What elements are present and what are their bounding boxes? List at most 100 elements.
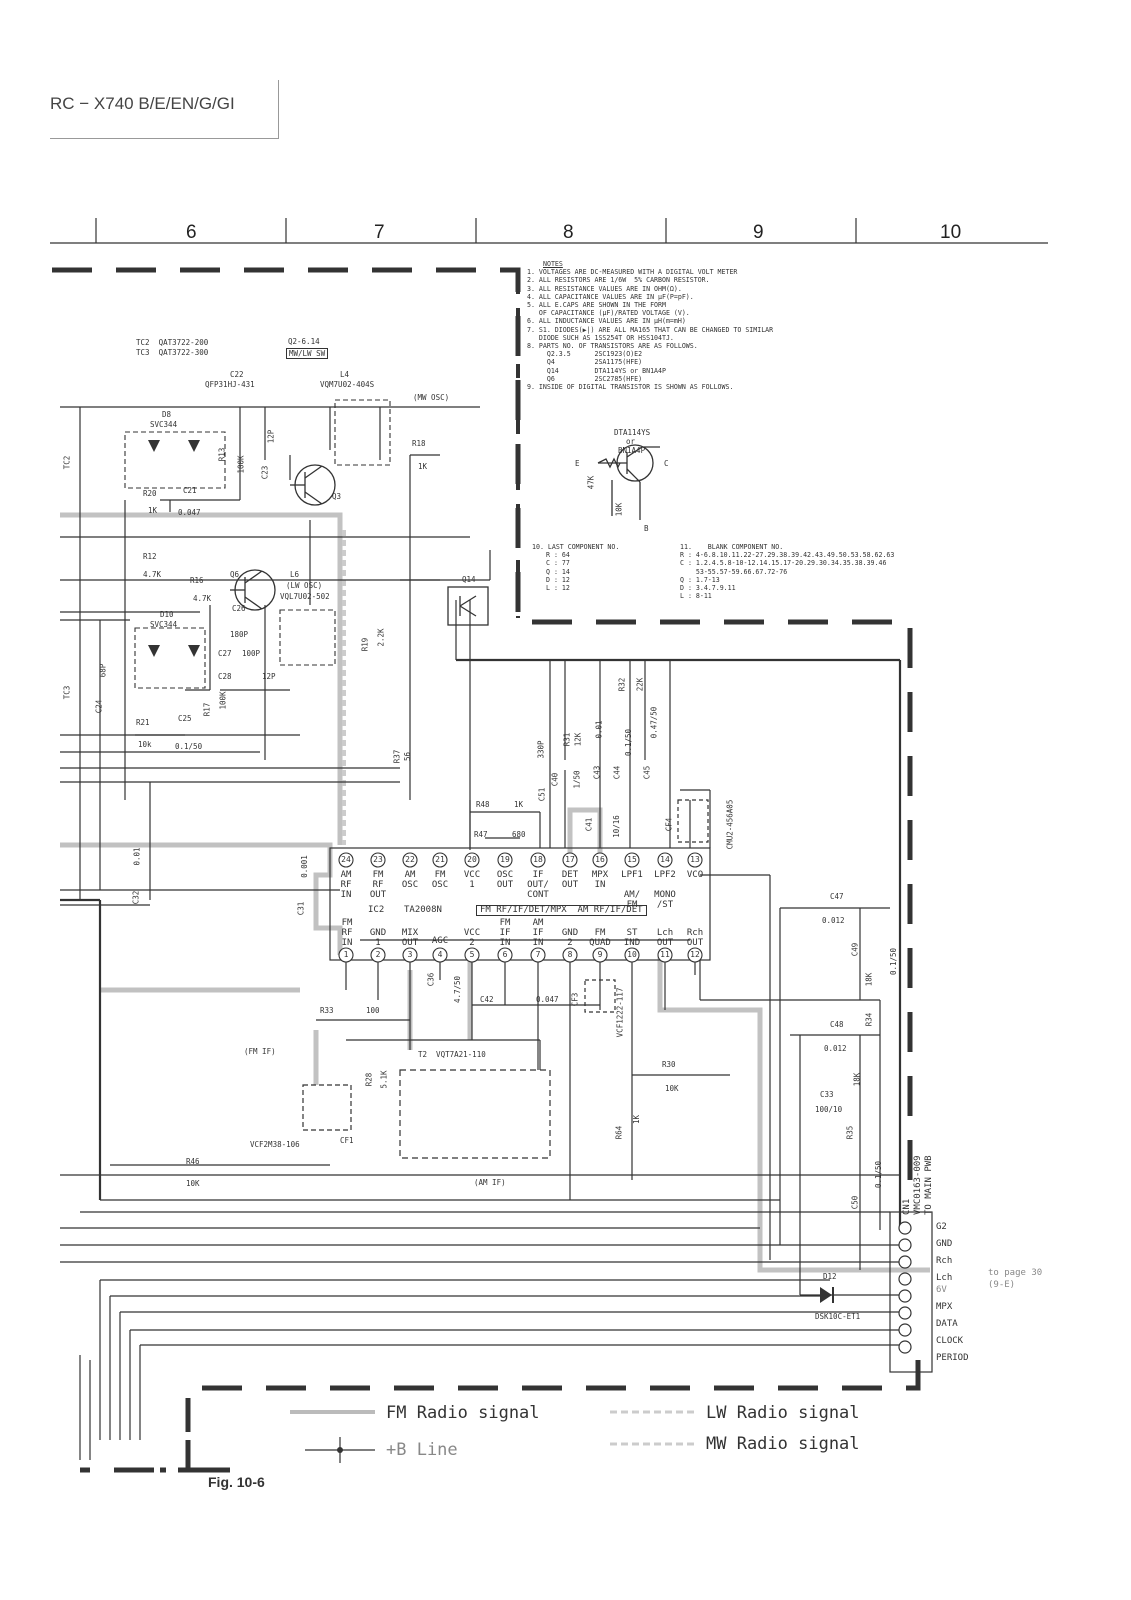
ic-pin-15: 15: [627, 855, 637, 864]
ic-pin-5: 5: [469, 950, 475, 959]
ic-pin-22-label: AM OSC: [401, 870, 419, 890]
connector-lch-voltage: 6V: [936, 1285, 947, 1295]
ic-pin-23: 23: [373, 855, 383, 864]
label-q2: Q2-6.14: [288, 337, 320, 346]
label-c51: C51: [537, 787, 547, 802]
ic-pin-6-label: FM IF IN: [499, 918, 511, 948]
connector-pin-gnd: GND: [936, 1239, 953, 1249]
label-c21: C21: [183, 486, 197, 495]
label-r20-value: 1K: [148, 506, 158, 515]
blank-line: Q : 1.7-13: [680, 575, 720, 584]
label-r13-value: 100K: [236, 455, 246, 474]
blank-line: D : 3.4.7.9.11: [680, 584, 736, 593]
label-r34-value: 18K: [864, 972, 874, 987]
legend-fm: FM Radio signal: [386, 1403, 540, 1423]
label-c41: C41: [584, 817, 594, 832]
label-r12-value: 4.7K: [143, 570, 162, 579]
label-l6: L6: [290, 570, 300, 579]
label-q14: Q14: [462, 575, 476, 584]
label-c49: C49: [850, 942, 860, 957]
connector-pin-period: PERIOD: [936, 1353, 969, 1363]
note-line: Q2.3.5 2SC1923(O)E2: [527, 350, 643, 359]
note-line: 1. VOLTAGES ARE DC-MEASURED WITH A DIGIT…: [527, 268, 738, 277]
ic-pin-17: 17: [565, 855, 575, 864]
label-vcf2: VCF2M38-106: [250, 1140, 300, 1149]
label-vqm: VQM7U02-404S: [320, 380, 375, 389]
label-c36-value: 4.7/50: [453, 975, 463, 1004]
label-r64-value: 1K: [632, 1114, 642, 1125]
label-r21: R21: [136, 718, 150, 727]
label-vql: VQL7U02-502: [280, 592, 330, 601]
label-r46-value: 10K: [186, 1179, 200, 1188]
label-c50: C50: [850, 1195, 860, 1210]
label-r35: R35: [845, 1125, 855, 1140]
label-r48-value: 1K: [514, 800, 524, 809]
header-box: [50, 80, 279, 139]
label-r47: R47: [474, 830, 488, 839]
note-line: 3. ALL RESISTANCE VALUES ARE IN OHM(Ω).: [527, 284, 682, 293]
label-r17-value: 100K: [218, 691, 228, 710]
ic-pin-20: 20: [467, 855, 477, 864]
ic-pin-19-label: OSC OUT: [496, 870, 514, 890]
label-tc2-part: TC2 QAT3722-200: [136, 338, 209, 347]
label-r48: R48: [476, 800, 490, 809]
legend-lw: LW Radio signal: [706, 1403, 860, 1423]
label-d12: D12: [823, 1272, 837, 1281]
label-c33: C33: [820, 1090, 834, 1099]
label-am-if: (AM IF): [474, 1178, 506, 1187]
connector-destination: TO MAIN PWB: [924, 1155, 934, 1215]
ic-pin-12: 12: [690, 950, 700, 959]
ic-pin-18-label: IF OUT/ CONT: [527, 870, 549, 900]
label-r47-value: 680: [512, 830, 526, 839]
connector-pin-g2: G2: [936, 1222, 947, 1232]
dt-e: E: [575, 459, 580, 468]
ic-pin-3: 3: [407, 950, 413, 959]
label-c45-value: 0.47/50: [649, 706, 659, 739]
label-c40-value: 1/50: [572, 770, 582, 789]
ic-pin-9: 9: [597, 950, 603, 959]
ic-pin-8-label: GND 2: [561, 928, 579, 948]
column-10: 10: [940, 222, 962, 243]
label-c31: C31: [296, 901, 306, 916]
blank-line: C : 1.2.4.5.8-10-12.14.15.17-20.29.30.34…: [680, 559, 887, 568]
label-fm-if: (FM IF): [244, 1047, 276, 1056]
label-c21-value: 0.047: [178, 508, 201, 517]
label-r17: R17: [202, 702, 212, 717]
figure-label: Fig. 10-6: [208, 1474, 265, 1490]
dt-r1: 47K: [586, 475, 596, 490]
label-tc3: TC3: [62, 685, 72, 700]
label-mwlw-switch: MW/LW SW: [286, 348, 329, 359]
ic-pin-7-label: AM IF IN: [532, 918, 544, 948]
label-r19: R19: [360, 637, 370, 652]
label-r13: R13: [217, 447, 227, 462]
dt-alt: BN1A4P: [618, 446, 646, 455]
ic-pin-10-label: ST IND: [623, 928, 641, 948]
label-r28: R28: [364, 1072, 374, 1087]
blank-line: 53-55.57-59.66.67.72-76: [680, 567, 788, 576]
ic-pin-13: 13: [690, 855, 700, 864]
label-c25: C25: [178, 714, 192, 723]
label-c43-value: 0.01: [594, 720, 604, 739]
ic-pin-9-label: FM QUAD: [589, 928, 611, 948]
label-q3: Q3: [332, 492, 342, 501]
label-c48: C48: [830, 1020, 844, 1029]
label-r30: R30: [662, 1060, 676, 1069]
label-r32-value: 22K: [635, 677, 645, 692]
label-r46: R46: [186, 1157, 200, 1166]
label-r33-value: 100: [366, 1006, 380, 1015]
label-qfp: QFP31HJ-431: [205, 380, 255, 389]
ic-pin-5-label: VCC 2: [463, 928, 481, 948]
ic-function: FM RF/IF/DET/MPX AM RF/IF/DET: [476, 905, 647, 916]
legend-b-line: +B Line: [386, 1440, 458, 1460]
label-c49-value: 0.1/50: [889, 947, 899, 976]
ic-pin-13-label: VCO: [686, 870, 704, 880]
ic-pin-2: 2: [375, 950, 381, 959]
notes-block: NOTES 1. VOLTAGES ARE DC-MEASURED WITH A…: [527, 260, 947, 391]
label-r18-value: 1K: [418, 462, 428, 471]
last-line: C : 77: [546, 559, 570, 568]
label-r21-value: 10k: [138, 740, 152, 749]
ic-pin-6: 6: [502, 950, 508, 959]
note-line: DIODE SUCH AS 1SS254T OR HSS104TJ.: [527, 333, 674, 342]
ic-pin-1: 1: [343, 950, 349, 959]
to-page-link[interactable]: to page 30: [988, 1268, 1043, 1278]
